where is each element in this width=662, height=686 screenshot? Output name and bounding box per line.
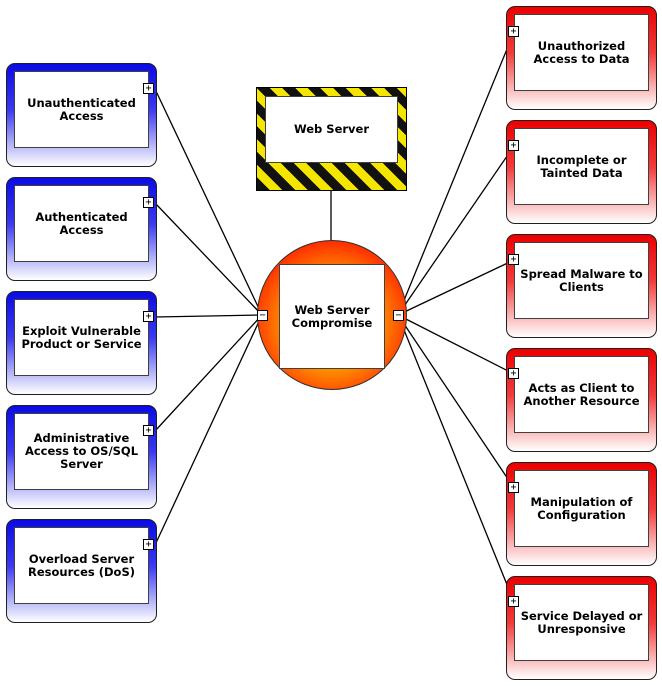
- link-right-0: [397, 31, 515, 316]
- node-acts-as-client[interactable]: Acts as Client to Another Resource: [506, 348, 657, 452]
- expand-toggle[interactable]: +: [508, 140, 519, 151]
- link-right-1: [397, 145, 515, 316]
- expand-toggle[interactable]: +: [143, 197, 154, 208]
- node-label: Spread Malware to Clients: [514, 242, 649, 319]
- node-service-delayed-or-unresponsive[interactable]: Service Delayed or Unresponsive: [506, 576, 657, 680]
- expand-toggle[interactable]: +: [143, 539, 154, 550]
- center-right-collapse-toggle[interactable]: −: [393, 310, 404, 321]
- link-left-4: [154, 314, 263, 546]
- link-left-1: [154, 202, 263, 316]
- node-label: Administrative Access to OS/SQL Server: [14, 413, 149, 490]
- node-spread-malware-to-clients[interactable]: Spread Malware to Clients: [506, 234, 657, 338]
- expand-toggle[interactable]: +: [508, 596, 519, 607]
- link-right-2: [397, 259, 515, 316]
- link-left-3: [154, 314, 263, 432]
- node-authenticated-access[interactable]: Authenticated Access: [6, 177, 157, 281]
- expand-toggle[interactable]: +: [143, 311, 154, 322]
- link-left-2: [154, 314, 263, 318]
- node-manipulation-of-configuration[interactable]: Manipulation of Configuration: [506, 462, 657, 566]
- node-label: Service Delayed or Unresponsive: [514, 584, 649, 661]
- web-server-compromise-node[interactable]: Web Server Compromise: [257, 240, 407, 390]
- expand-toggle[interactable]: +: [508, 26, 519, 37]
- node-unauthenticated-access[interactable]: Unauthenticated Access: [6, 63, 157, 167]
- node-overload-server-resources[interactable]: Overload Server Resources (DoS): [6, 519, 157, 623]
- expand-toggle[interactable]: +: [508, 482, 519, 493]
- node-label: Incomplete or Tainted Data: [514, 128, 649, 205]
- expand-toggle[interactable]: +: [508, 368, 519, 379]
- node-label: Manipulation of Configuration: [514, 470, 649, 547]
- expand-toggle[interactable]: +: [508, 254, 519, 265]
- node-label: Exploit Vulnerable Product or Service: [14, 299, 149, 376]
- node-label: Overload Server Resources (DoS): [14, 527, 149, 604]
- expand-toggle[interactable]: +: [143, 425, 154, 436]
- node-incomplete-or-tainted-data[interactable]: Incomplete or Tainted Data: [506, 120, 657, 224]
- node-label: Unauthorized Access to Data: [514, 14, 649, 91]
- node-exploit-vulnerable-product[interactable]: Exploit Vulnerable Product or Service: [6, 291, 157, 395]
- link-right-3: [397, 314, 515, 375]
- node-administrative-access[interactable]: Administrative Access to OS/SQL Server: [6, 405, 157, 509]
- link-left-0: [154, 88, 263, 316]
- node-unauthorized-access-to-data[interactable]: Unauthorized Access to Data: [506, 6, 657, 110]
- web-server-node[interactable]: Web Server: [256, 87, 407, 191]
- node-label: Authenticated Access: [14, 185, 149, 262]
- web-server-label: Web Server: [265, 96, 398, 163]
- node-label: Unauthenticated Access: [14, 71, 149, 148]
- node-label: Acts as Client to Another Resource: [514, 356, 649, 433]
- center-left-collapse-toggle[interactable]: −: [257, 310, 268, 321]
- expand-toggle[interactable]: +: [143, 83, 154, 94]
- link-right-5: [397, 314, 515, 603]
- web-server-compromise-label: Web Server Compromise: [279, 264, 385, 369]
- link-right-4: [397, 314, 515, 489]
